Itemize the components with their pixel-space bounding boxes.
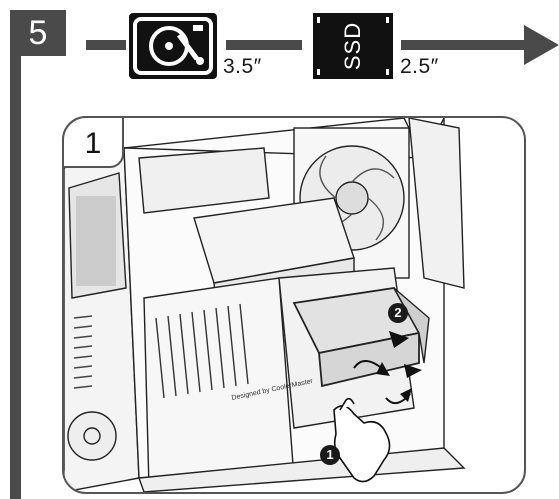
hard-drive-icon [133,17,213,75]
step-rail [10,56,21,499]
hdd-icon-box [129,13,217,79]
panel-number-tab: 1 [62,116,124,168]
ssd-size-label: 2.5″ [400,55,439,78]
step-number-badge: 5 [10,10,66,56]
hdd-size-label: 3.5″ [223,55,262,78]
flow-line-segment [86,40,126,50]
callout-2: 2 [388,303,408,323]
callout-1: 1 [320,445,340,465]
flow-line-segment [226,40,302,50]
illustration-panel: Designed by CoolerMaster [62,116,526,494]
pc-case-illustration: Designed by CoolerMaster [64,118,466,492]
flow-line-segment [401,40,527,50]
ssd-pins-icon [317,17,389,75]
arrow-right-icon [524,25,559,65]
ssd-icon-box: SSD [313,13,393,79]
